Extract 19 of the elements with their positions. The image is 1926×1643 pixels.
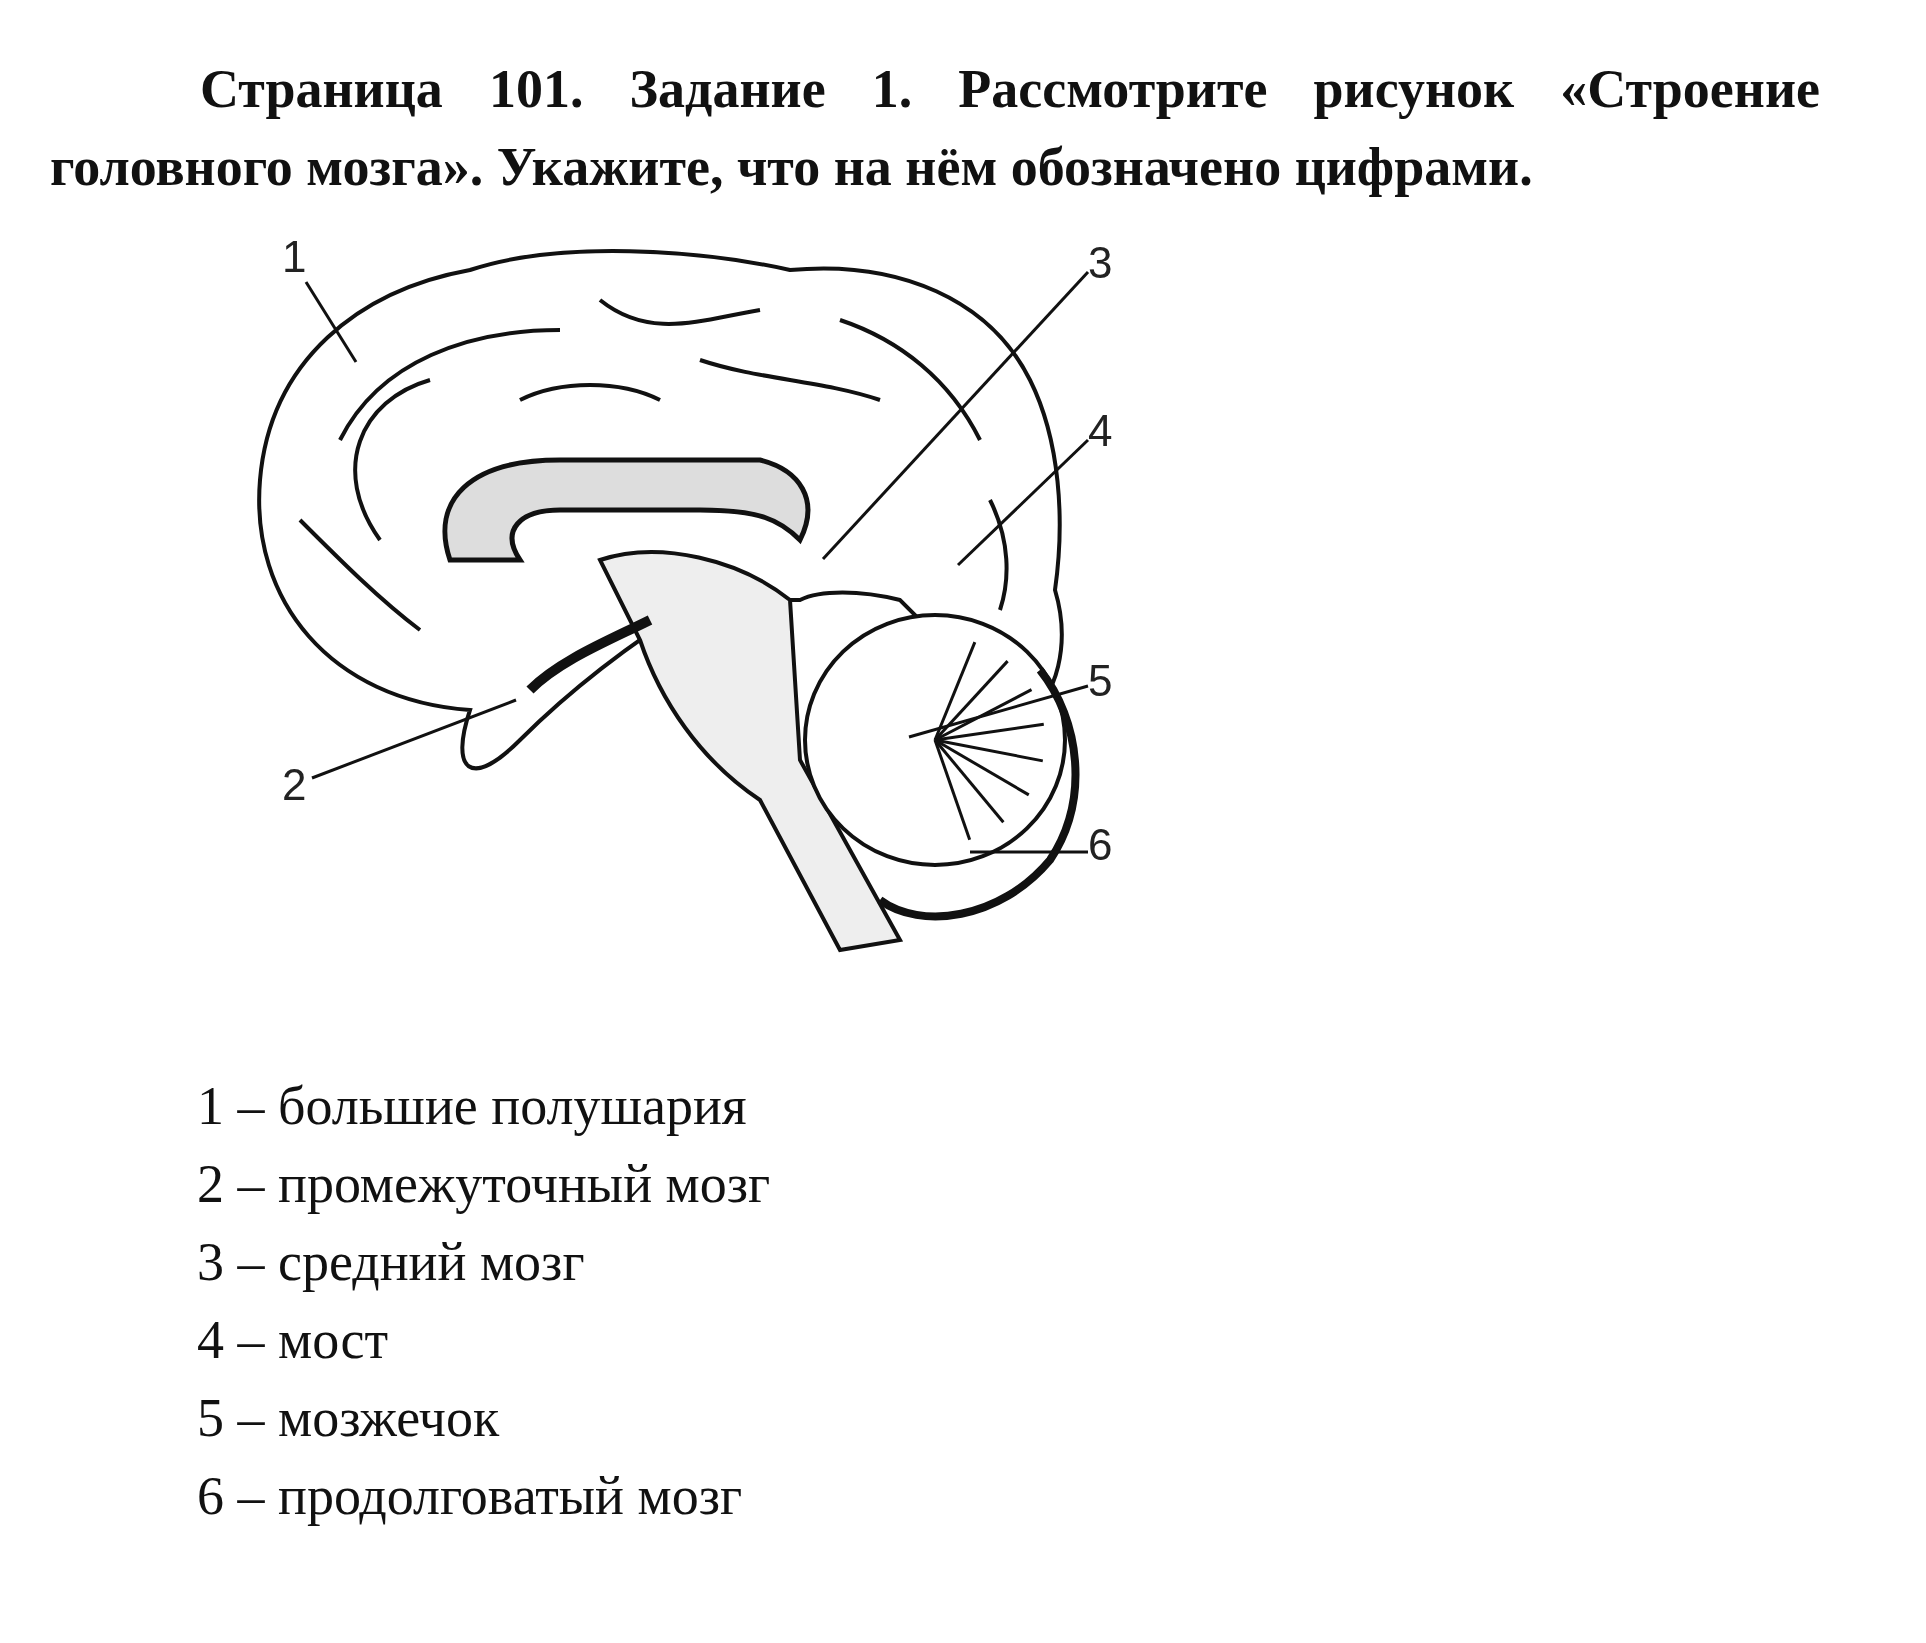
callout-number: 6: [1086, 820, 1115, 870]
leader-line: [304, 281, 358, 363]
leader-line: [970, 850, 1088, 854]
callout-number: 2: [280, 760, 309, 810]
answer-line: 2 – промежуточный мозг: [197, 1153, 771, 1215]
leader-line: [908, 684, 1089, 739]
leader-line: [956, 438, 1090, 567]
leader-line: [311, 698, 517, 780]
answer-line: 4 – мост: [197, 1309, 389, 1371]
title: Страница 101. Задание 1. Рассмотрите рисунок «Строение головного мозга». Укажите, что на нём обозначено цифрами.: [50, 58, 1820, 199]
answer-line: 6 – продолговатый мозг: [197, 1465, 743, 1527]
callout-number: 1: [280, 232, 309, 282]
callout-number: 4: [1086, 406, 1115, 456]
callout-number: 3: [1086, 238, 1115, 288]
callout-number: 5: [1086, 656, 1115, 706]
answer-line: 5 – мозжечок: [197, 1387, 500, 1449]
leader-line: [821, 271, 1090, 560]
answer-line: 1 – большие полушария: [197, 1075, 747, 1137]
answer-line: 3 – средний мозг: [197, 1231, 585, 1293]
